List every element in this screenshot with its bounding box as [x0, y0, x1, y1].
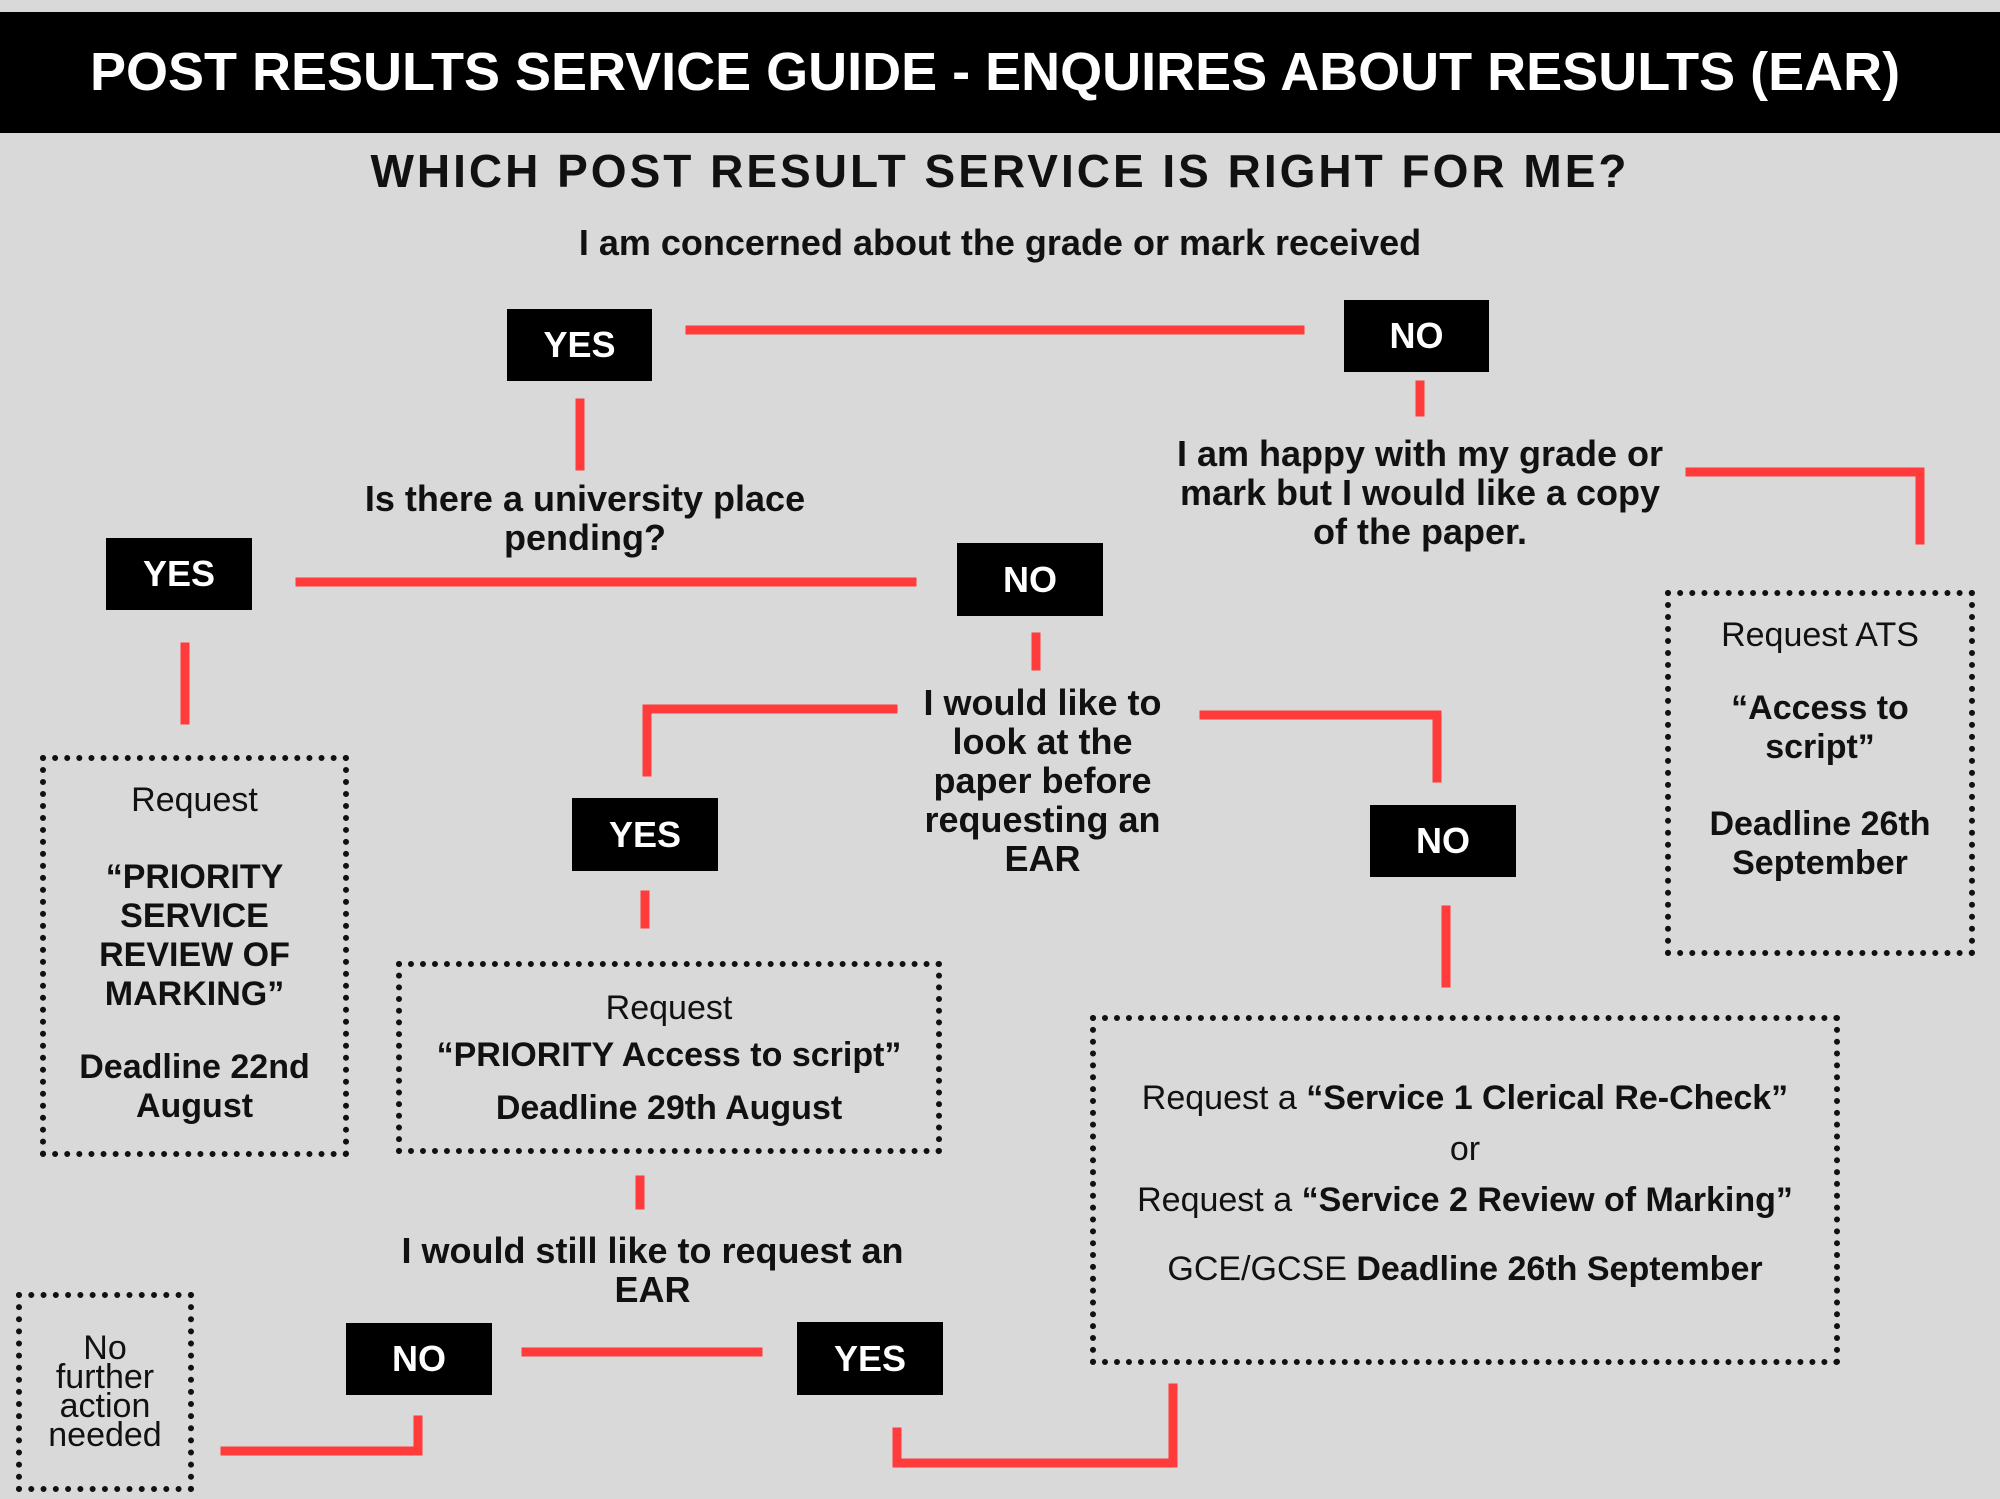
connector-look-yes	[642, 704, 898, 777]
service-2-name: “Service 2 Review of Marking”	[1301, 1181, 1793, 1219]
service-1-prefix: Request a	[1141, 1079, 1307, 1117]
ats-deadline: Deadline 26th September	[1709, 805, 1931, 882]
still-request-ear-text: I would still like to request an EAR	[401, 1230, 904, 1310]
priority-access-deadline: Deadline 29th August	[495, 1089, 843, 1127]
no-further-action-text: No further action needed	[48, 1329, 162, 1454]
service-2-line: Request a “Service 2 Review of Marking”	[1096, 1181, 1834, 1220]
yes-pill-concerned: YES	[507, 309, 652, 381]
ats-box: Request ATS “Access to script” Deadline …	[1665, 590, 1975, 956]
header-bar: POST RESULTS SERVICE GUIDE - ENQUIRES AB…	[0, 12, 2000, 133]
priority-access-box: Request “PRIORITY Access to script” Dead…	[396, 961, 942, 1154]
connector-look-no	[1199, 710, 1442, 783]
yes-pill-university: YES	[106, 538, 252, 610]
no-pill-concerned: NO	[1344, 300, 1489, 372]
service-1-line: Request a “Service 1 Clerical Re-Check”	[1096, 1079, 1834, 1118]
service-2-prefix: Request a	[1137, 1181, 1302, 1219]
ats-request: Request ATS	[1721, 616, 1919, 654]
priority-review-service: “PRIORITY SERVICE REVIEW OF MARKING”	[99, 858, 290, 1013]
priority-access-service: “PRIORITY Access to script”	[436, 1036, 902, 1074]
priority-access-request: Request	[605, 989, 733, 1027]
no-further-action-box: No further action needed	[16, 1292, 194, 1492]
services-deadline-prefix: GCE/GCSE	[1167, 1250, 1357, 1288]
university-question: Is there a university place pending?	[364, 478, 806, 558]
priority-review-request: Request	[131, 781, 258, 819]
subtitle: WHICH POST RESULT SERVICE IS RIGHT FOR M…	[370, 145, 1630, 197]
priority-review-deadline: Deadline 22nd August	[79, 1048, 310, 1125]
services-box: Request a “Service 1 Clerical Re-Check” …	[1090, 1015, 1840, 1365]
happy-text: I am happy with my grade or mark but I w…	[1176, 433, 1664, 552]
page-title: POST RESULTS SERVICE GUIDE - ENQUIRES AB…	[90, 42, 1901, 102]
no-pill-look: NO	[1370, 805, 1516, 877]
yes-pill-still: YES	[797, 1322, 943, 1395]
question-concerned: I am concerned about the grade or mark r…	[578, 222, 1422, 263]
connector-yes-services	[892, 1383, 1178, 1468]
service-1-name: “Service 1 Clerical Re-Check”	[1306, 1079, 1789, 1117]
connector-happy-ats	[1685, 467, 1925, 545]
priority-review-box: Request “PRIORITY SERVICE REVIEW OF MARK…	[40, 755, 349, 1157]
services-deadline: Deadline 26th September	[1356, 1250, 1763, 1288]
no-pill-university: NO	[957, 543, 1103, 616]
ats-service: “Access to script”	[1731, 689, 1909, 766]
services-deadline-line: GCE/GCSE Deadline 26th September	[1096, 1250, 1834, 1289]
services-or: or	[1449, 1130, 1481, 1168]
no-pill-still: NO	[346, 1323, 492, 1395]
yes-pill-look: YES	[572, 798, 718, 871]
look-before-ear-text: I would like to look at the paper before…	[923, 682, 1162, 879]
connector-no-further	[220, 1415, 423, 1456]
